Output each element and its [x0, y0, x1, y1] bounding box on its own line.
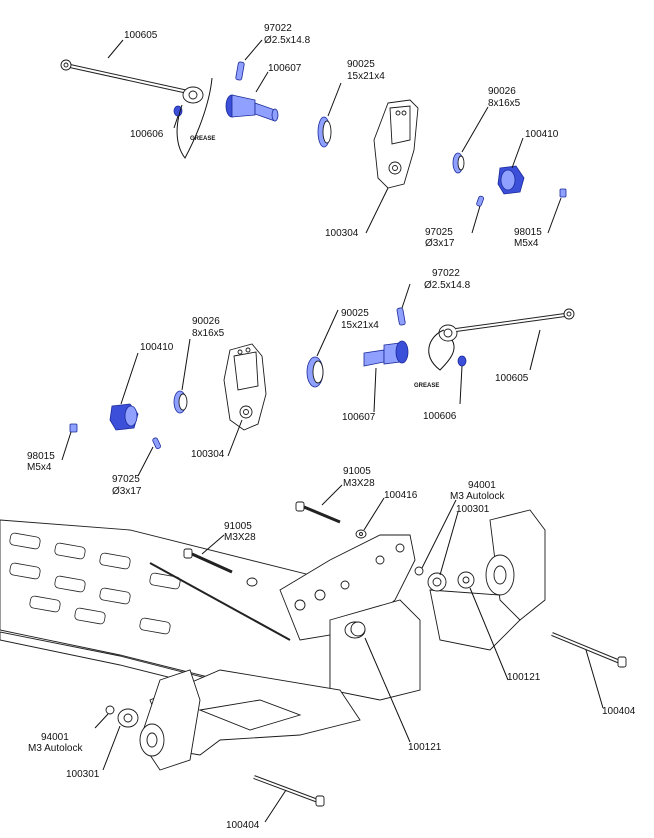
callout-94001-upper-size: M3 Autolock: [450, 491, 505, 502]
callout-98015-top: 98015: [514, 227, 542, 238]
grease-arc-mid: [428, 329, 455, 371]
driveshaft-100605-mid: [438, 308, 575, 342]
pin-97022-top: [235, 61, 245, 81]
callout-100404-right: 100404: [602, 706, 636, 717]
pin-100404-bottom: [253, 775, 325, 807]
grease-label-mid: GREASE: [414, 383, 439, 389]
callout-91005-lower-size: M3X28: [224, 532, 256, 543]
callout-97022-mid: 97022: [432, 268, 460, 279]
screw-91005-lower: [183, 548, 233, 574]
pin-97025-top: [476, 195, 485, 207]
bushing-100121-b: [350, 621, 366, 637]
callout-90025-top: 90025: [347, 59, 375, 70]
screw-98015-mid: [69, 423, 78, 433]
callout-97022-mid-size: Ø2.5x14.8: [424, 280, 471, 291]
callout-100304-mid: 100304: [191, 449, 225, 460]
nut-94001-lower: [105, 705, 115, 715]
hex-hub-100410-mid: [109, 403, 139, 431]
callout-97025-mid: 97025: [112, 474, 140, 485]
callout-100606-top: 100606: [130, 129, 164, 140]
spacer-100301-lower: [117, 708, 139, 728]
screw-98015-top: [559, 188, 567, 198]
bearing-90025-mid: [306, 356, 324, 388]
bearing-90025-top: [317, 116, 332, 148]
callout-90025-top-size: 15x21x4: [347, 71, 385, 82]
callout-91005-upper-size: M3X28: [343, 478, 375, 489]
callout-94001-lower: 94001: [41, 732, 69, 743]
callout-100607-top: 100607: [268, 63, 302, 74]
callout-90026-mid-size: 8x16x5: [192, 328, 225, 339]
callout-94001-lower-size: M3 Autolock: [28, 743, 83, 754]
outdrive-100607-top: [225, 94, 279, 122]
hub-carrier-100304-top: [373, 99, 419, 189]
callout-98015-top-size: M5x4: [514, 238, 539, 249]
callout-97025-mid-size: Ø3x17: [112, 486, 142, 497]
screw-91005-upper: [295, 501, 341, 524]
grease-label-top: GREASE: [190, 136, 215, 142]
bushing-100121-a: [457, 571, 475, 589]
callout-90025-mid-size: 15x21x4: [341, 320, 379, 331]
washer-100416: [355, 529, 367, 539]
hex-hub-100410-top: [497, 165, 525, 195]
callout-100121-right: 100121: [507, 672, 541, 683]
callout-94001-upper: 94001: [468, 480, 496, 491]
callout-100605-mid: 100605: [495, 373, 529, 384]
hub-carrier-100304-mid: [223, 343, 267, 431]
callout-97022-top: 97022: [264, 23, 292, 34]
callout-90025-mid: 90025: [341, 308, 369, 319]
pin-97025-mid: [152, 437, 161, 450]
driveshaft-100605-top: [60, 59, 204, 104]
chassis-assembly: [0, 509, 546, 771]
callout-98015-mid: 98015: [27, 451, 55, 462]
pin-100404-right: [551, 632, 627, 668]
callout-90026-mid: 90026: [192, 316, 220, 327]
outdrive-100607-mid: [363, 340, 409, 367]
callout-98015-mid-size: M5x4: [27, 462, 52, 473]
callout-100121-center: 100121: [408, 742, 442, 753]
callout-100410-mid: 100410: [140, 342, 174, 353]
callout-100404-bottom: 100404: [226, 820, 260, 831]
callout-91005-lower: 91005: [224, 521, 252, 532]
callout-100304-top: 100304: [325, 228, 359, 239]
nut-94001-upper: [246, 566, 424, 587]
spacer-100301-upper: [427, 572, 447, 592]
callout-100605-top: 100605: [124, 30, 158, 41]
callout-100606-mid: 100606: [423, 411, 457, 422]
callout-91005-upper: 91005: [343, 466, 371, 477]
callout-100301-lower: 100301: [66, 769, 100, 780]
callout-100410-top: 100410: [525, 129, 559, 140]
bearing-90026-top: [452, 152, 465, 174]
callout-97022-top-size: Ø2.5x14.8: [264, 35, 311, 46]
bearing-90026-mid: [173, 390, 188, 414]
callout-100607-mid: 100607: [342, 412, 376, 423]
pin-100606-mid: [457, 355, 467, 367]
callout-97025-top-size: Ø3x17: [425, 238, 455, 249]
callout-97025-top: 97025: [425, 227, 453, 238]
callout-100301-upper: 100301: [456, 504, 490, 515]
callout-100416: 100416: [384, 490, 418, 501]
pin-97022-mid: [396, 307, 406, 326]
grease-arc-top: [176, 77, 213, 159]
callout-90026-top-size: 8x16x5: [488, 98, 521, 109]
callout-90026-top: 90026: [488, 86, 516, 97]
